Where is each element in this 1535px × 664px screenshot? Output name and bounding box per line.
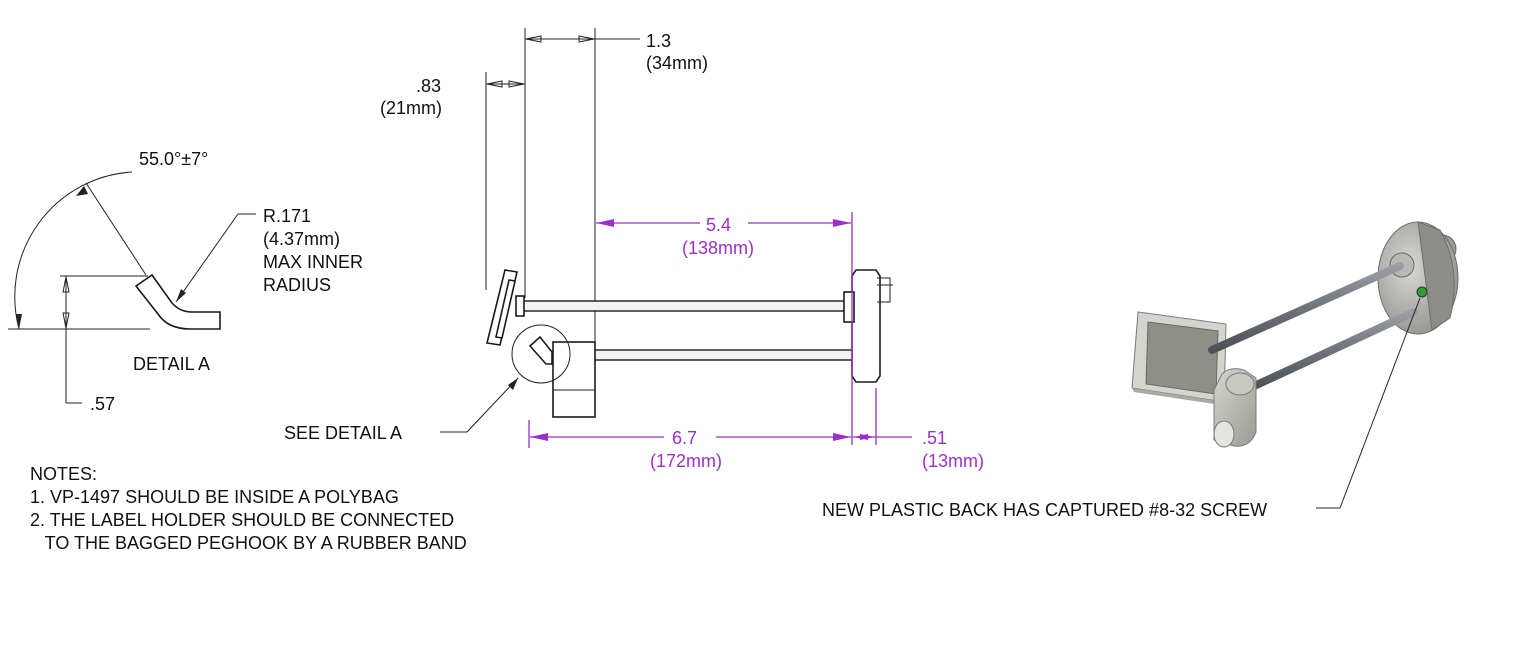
dim-lower-inch: 6.7 bbox=[672, 428, 697, 448]
back-plate-boss bbox=[843, 291, 855, 323]
captured-screw bbox=[1416, 286, 1428, 298]
side-view: 1.3 (34mm) .83 (21mm) SEE DETAIL A bbox=[284, 28, 984, 471]
iso-callout-label: NEW PLASTIC BACK HAS CAPTURED #8-32 SCRE… bbox=[822, 500, 1267, 520]
dim-top-mm: (34mm) bbox=[646, 53, 708, 73]
detail-angle-label: 55.0°±7° bbox=[139, 149, 208, 169]
dim-lower-mm: (172mm) bbox=[650, 451, 722, 471]
detail-radius-mm: (4.37mm) bbox=[263, 229, 340, 249]
see-detail-arrow bbox=[508, 378, 518, 390]
notes-block: NOTES: 1. VP-1497 SHOULD BE INSIDE A POL… bbox=[30, 464, 467, 553]
notes-line-3: TO THE BAGGED PEGHOOK BY A RUBBER BAND bbox=[30, 533, 467, 553]
iso-callout-leader bbox=[1339, 297, 1421, 509]
radius-leader-line bbox=[175, 213, 239, 303]
dim-left-arrow-right bbox=[508, 80, 525, 88]
dim-top-inch: 1.3 bbox=[646, 31, 671, 51]
arc-arrow-bottom bbox=[16, 314, 22, 329]
collar-bent-tip bbox=[528, 335, 553, 365]
iso-upper-rod bbox=[1208, 262, 1404, 354]
detail-radius-note-1: MAX INNER bbox=[263, 252, 363, 272]
dim-upper-arrow-right bbox=[833, 219, 851, 227]
bent-hook-tip bbox=[134, 273, 221, 330]
detail-radius-note-2: RADIUS bbox=[263, 275, 331, 295]
dim-upper-mm: (138mm) bbox=[682, 238, 754, 258]
height-arrow-bottom bbox=[62, 312, 70, 329]
iso-label-window bbox=[1145, 321, 1219, 395]
detail-a-caption: DETAIL A bbox=[133, 354, 210, 374]
height-arrow-top bbox=[62, 276, 70, 293]
notes-line-1: 1. VP-1497 SHOULD BE INSIDE A POLYBAG bbox=[30, 487, 399, 507]
iso-collar-top bbox=[1225, 372, 1255, 396]
angle-arc bbox=[14, 171, 133, 330]
detail-a: 55.0°±7° R.171 (4.37mm) MAX INNER RADIUS… bbox=[8, 149, 363, 414]
iso-lower-rod bbox=[1246, 308, 1418, 392]
detail-height-label: .57 bbox=[90, 394, 115, 414]
dim-upper-inch: 5.4 bbox=[706, 215, 731, 235]
see-detail-label: SEE DETAIL A bbox=[284, 423, 402, 443]
notes-heading: NOTES: bbox=[30, 464, 97, 484]
back-plate-tab bbox=[877, 277, 891, 303]
dim-left-arrow-left bbox=[486, 80, 503, 88]
iso-collar-hole bbox=[1213, 420, 1235, 448]
lower-rod bbox=[593, 349, 853, 361]
dim-top-arrow-right bbox=[578, 35, 595, 43]
back-plate bbox=[851, 269, 881, 383]
notes-line-2: 2. THE LABEL HOLDER SHOULD BE CONNECTED bbox=[30, 510, 454, 530]
detail-radius-label: R.171 bbox=[263, 206, 311, 226]
label-holder-inner bbox=[495, 279, 516, 339]
dim-back-mm: (13mm) bbox=[922, 451, 984, 471]
see-detail-leader bbox=[466, 377, 519, 433]
dim-lower-arrow-left bbox=[530, 433, 548, 441]
dim-upper-arrow-left bbox=[596, 219, 614, 227]
dim-top-arrow-left bbox=[525, 35, 542, 43]
detail-a-circle bbox=[511, 324, 571, 384]
lower-collar bbox=[552, 341, 596, 418]
dim-left-mm: (21mm) bbox=[380, 98, 442, 118]
dim-back-inch: .51 bbox=[922, 428, 947, 448]
upper-rod bbox=[519, 300, 851, 312]
dim-left-inch: .83 bbox=[416, 76, 441, 96]
back-disc-edge bbox=[1417, 221, 1455, 331]
iso-label-edge bbox=[1132, 388, 1228, 406]
label-holder-mount bbox=[515, 295, 525, 317]
isometric-view: NEW PLASTIC BACK HAS CAPTURED #8-32 SCRE… bbox=[822, 221, 1459, 520]
dim-back-arrow-right bbox=[860, 434, 875, 440]
angle-extension-line bbox=[85, 182, 147, 276]
arc-arrow-top bbox=[76, 186, 88, 196]
radius-arrow bbox=[176, 289, 186, 302]
dim-lower-arrow-right bbox=[833, 433, 851, 441]
